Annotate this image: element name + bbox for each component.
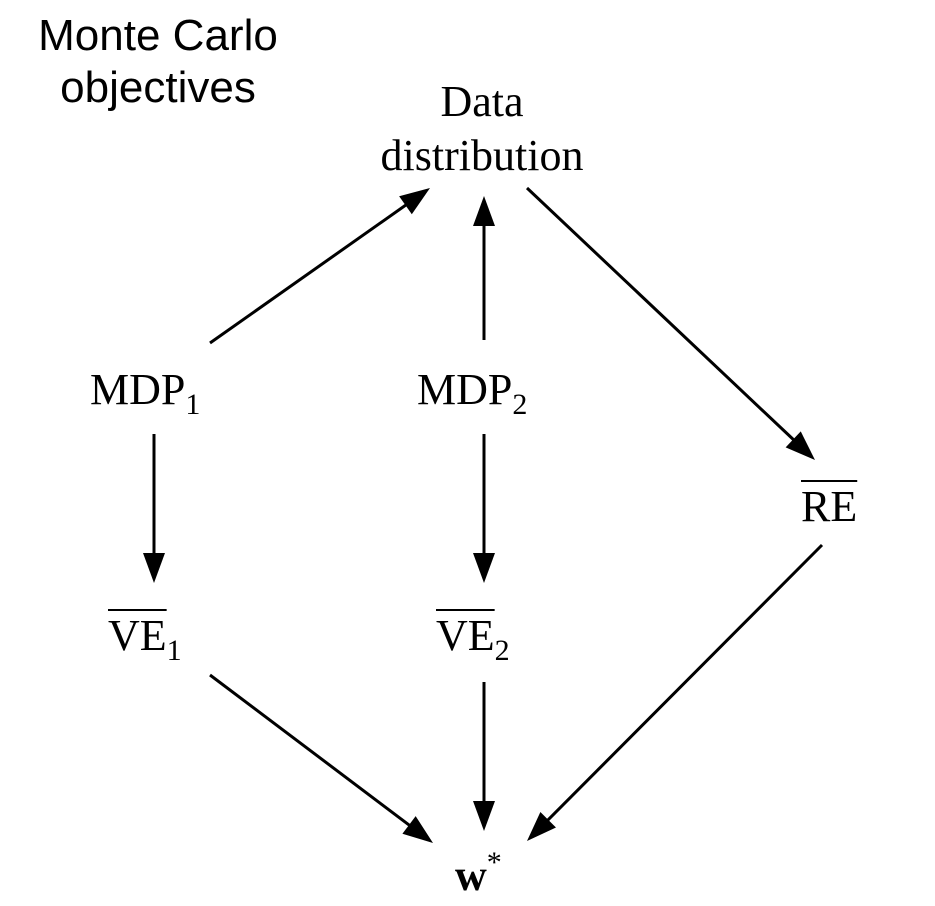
edge-mdp1-to-ve1 [143,434,165,583]
node-ve1-subscript: 1 [166,634,182,667]
edges-group [143,186,824,843]
node-mdp1-subscript: 1 [185,388,201,421]
arrowhead-icon [143,553,165,583]
node-ve1-base: VE [108,611,167,660]
node-re: RE [801,485,857,529]
diagram-title: Monte Carlo objectives [12,10,304,114]
edge-data-distribution-to-re [525,186,815,460]
node-data-distribution-line-1: Data [440,77,524,126]
arrowhead-icon [402,816,433,843]
node-ve2-subscript: 2 [494,634,510,667]
node-data-distribution-line-2: distribution [380,131,584,180]
arrowhead-icon [399,188,430,215]
node-mdp1-base: MDP [90,365,186,414]
edge-line [209,202,408,345]
node-data-distribution: Data distribution [362,75,602,183]
edge-line [209,673,412,828]
node-w-star-superscript: * [486,846,502,879]
arrowhead-icon [473,553,495,583]
edge-line [525,186,796,442]
node-ve2-base: VE [436,611,495,660]
node-ve2: VE2 [436,614,510,666]
node-ve1: VE1 [108,614,182,666]
edge-ve1-to-w-star [209,673,433,843]
edge-mdp2-to-ve2 [473,434,495,583]
title-line-2: objectives [60,63,256,112]
node-w-star-base: w [455,851,487,900]
node-mdp1: MDP1 [90,368,200,420]
node-w-star: w* [455,848,502,898]
node-re-base: RE [801,482,858,531]
title-line-1: Monte Carlo [38,11,278,60]
arrowhead-icon [527,811,556,841]
node-mdp2: MDP2 [417,368,527,420]
arrowhead-icon [785,431,815,460]
edge-mdp2-to-data-distribution [473,196,495,340]
node-mdp2-base: MDP [417,365,513,414]
arrowhead-icon [473,801,495,831]
edge-mdp1-to-data-distribution [209,188,430,345]
edge-re-to-w-star [527,543,824,841]
edge-line [545,543,824,823]
node-mdp2-subscript: 2 [512,388,528,421]
edge-ve2-to-w-star [473,682,495,831]
arrowhead-icon [473,196,495,226]
